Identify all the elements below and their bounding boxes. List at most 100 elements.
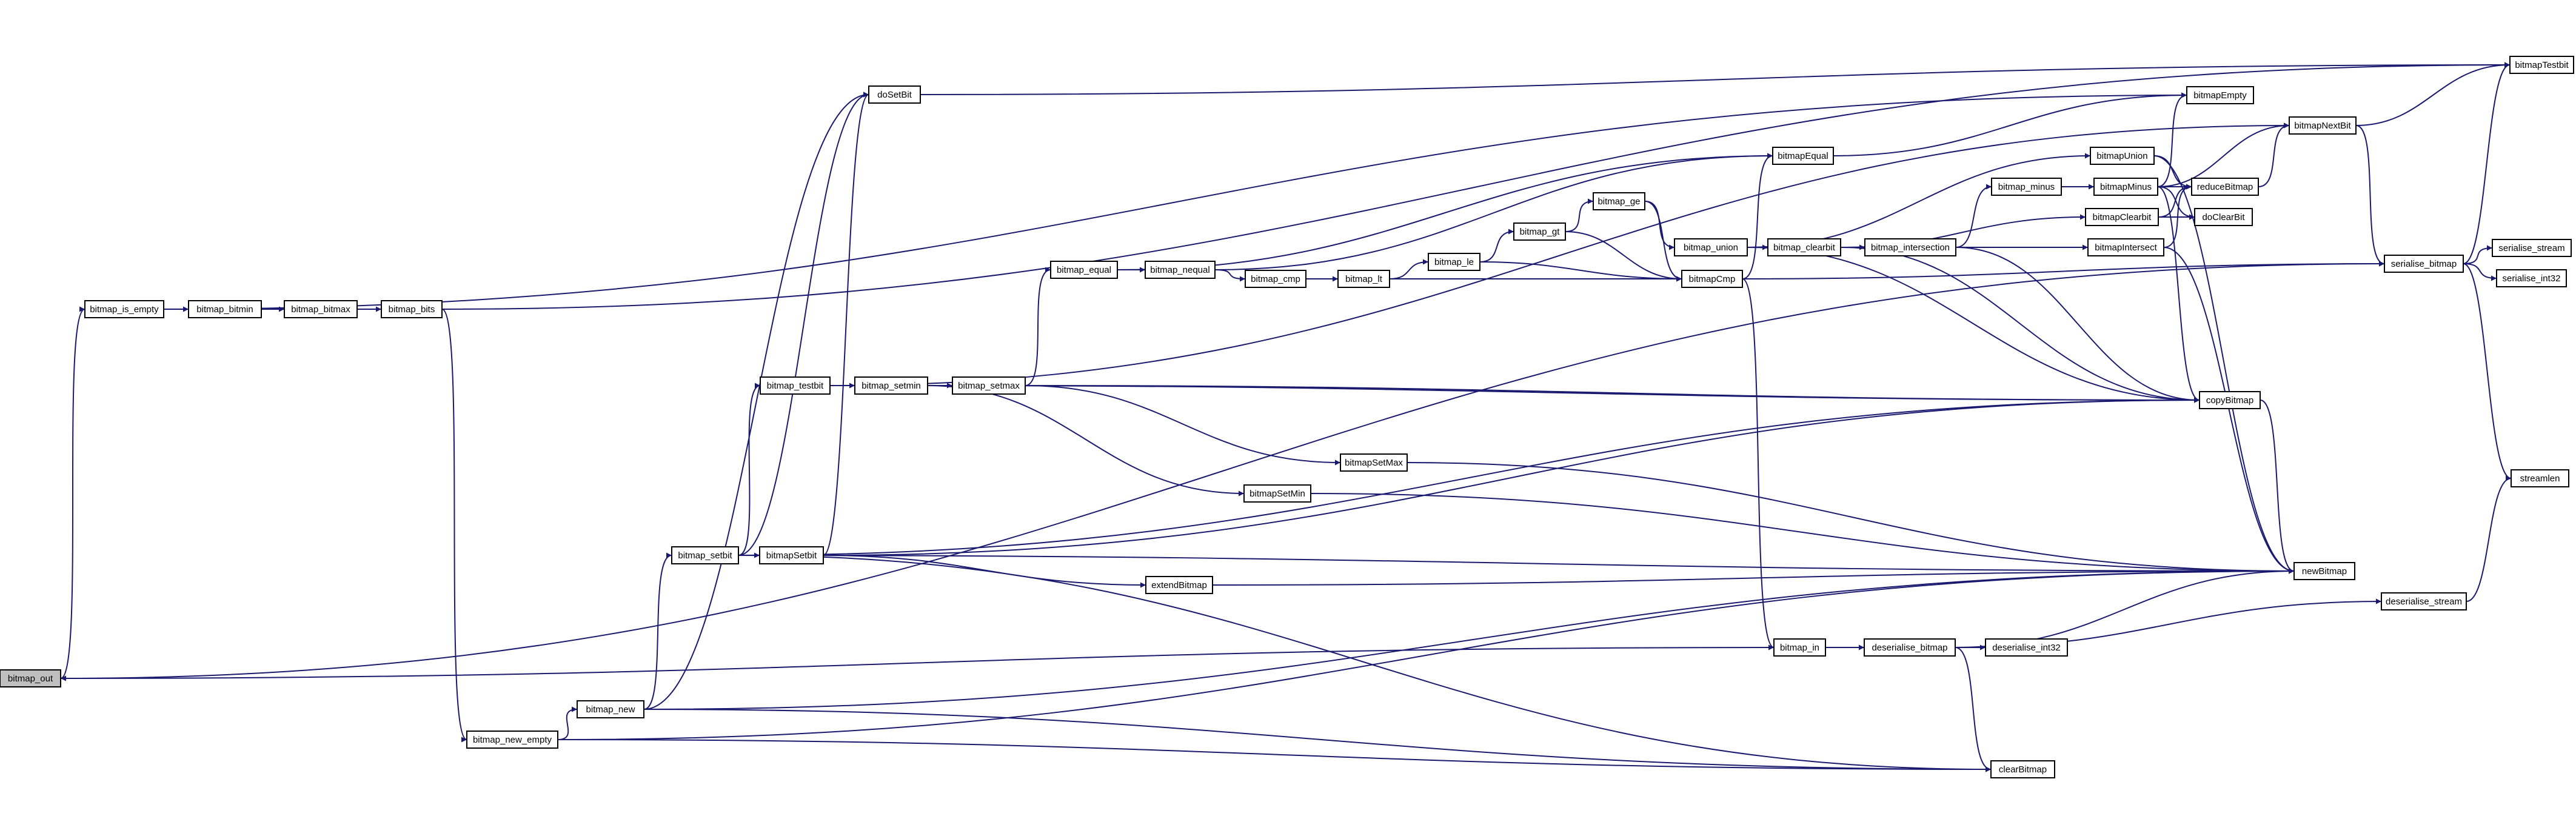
node-bitmap_testbit[interactable]: bitmap_testbit xyxy=(760,376,831,395)
node-serialise_stream[interactable]: serialise_stream xyxy=(2492,239,2572,257)
node-deserialise_bitmap[interactable]: deserialise_bitmap xyxy=(1864,638,1956,657)
edge-bitmap_out-to-serialise_bitmap xyxy=(60,261,2385,679)
node-bitmap_union[interactable]: bitmap_union xyxy=(1674,238,1748,256)
node-label-serialise_bitmap: serialise_bitmap xyxy=(2391,259,2457,269)
edge-bitmap_bits-to-bitmapTestbit xyxy=(441,62,2511,310)
edge-bitmap_is_empty-to-bitmapEmpty xyxy=(163,92,2187,310)
edge-bitmap_setmax-to-bitmapSetMax xyxy=(1025,385,1341,466)
node-label-bitmap_lt: bitmap_lt xyxy=(1345,274,1383,284)
edge-bitmap_setbit-to-doSetBit xyxy=(738,92,869,556)
node-bitmap_equal[interactable]: bitmap_equal xyxy=(1050,261,1118,279)
node-bitmap_minus[interactable]: bitmap_minus xyxy=(1991,178,2062,196)
node-bitmap_new[interactable]: bitmap_new xyxy=(577,700,644,718)
node-box-bitmapIntersect xyxy=(2087,238,2164,256)
edge-bitmap_intersection-to-copyBitmap xyxy=(1955,247,2200,403)
node-box-deserialise_int32 xyxy=(1985,638,2068,657)
node-box-serialise_bitmap xyxy=(2384,255,2464,273)
node-doSetBit[interactable]: doSetBit xyxy=(868,85,921,104)
edge-bitmap_new_empty-to-bitmap_new xyxy=(557,706,578,740)
node-box-bitmap_cmp xyxy=(1245,270,1306,288)
node-newBitmap[interactable]: newBitmap xyxy=(2293,562,2355,580)
node-label-bitmap_ge: bitmap_ge xyxy=(1597,196,1640,207)
edge-bitmapSetbit-to-extendBitmap xyxy=(823,555,1146,588)
node-bitmapSetMax[interactable]: bitmapSetMax xyxy=(1340,453,1408,472)
node-bitmap_bitmax[interactable]: bitmap_bitmax xyxy=(284,300,358,318)
node-label-serialise_int32: serialise_int32 xyxy=(2503,273,2561,284)
edge-bitmapIntersect-to-reduceBitmap xyxy=(2163,184,2192,248)
node-box-reduceBitmap xyxy=(2191,178,2259,196)
node-box-bitmap_setmin xyxy=(854,376,928,395)
node-label-bitmap_le: bitmap_le xyxy=(1434,257,1474,267)
edge-bitmapSetMin-to-newBitmap xyxy=(1310,493,2295,574)
node-bitmap_bits[interactable]: bitmap_bits xyxy=(381,300,443,318)
node-bitmap_new_empty[interactable]: bitmap_new_empty xyxy=(466,731,558,749)
node-label-bitmapIntersect: bitmapIntersect xyxy=(2095,242,2157,253)
edge-bitmap_new-to-doSetBit xyxy=(643,92,869,710)
node-bitmapCmp[interactable]: bitmapCmp xyxy=(1681,270,1743,288)
node-bitmapIntersect[interactable]: bitmapIntersect xyxy=(2087,238,2164,256)
node-box-serialise_stream xyxy=(2492,239,2572,257)
edge-bitmapSetMax-to-newBitmap xyxy=(1407,462,2295,574)
node-label-doClearBit: doClearBit xyxy=(2202,212,2245,222)
node-label-streamlen: streamlen xyxy=(2520,473,2560,484)
node-bitmapEqual[interactable]: bitmapEqual xyxy=(1772,147,1834,165)
node-bitmap_setmax[interactable]: bitmap_setmax xyxy=(952,376,1026,395)
edge-bitmap_setmax-to-copyBitmap xyxy=(1025,385,2200,403)
node-box-bitmap_minus xyxy=(1991,178,2062,196)
node-bitmapSetbit[interactable]: bitmapSetbit xyxy=(759,546,824,564)
node-bitmap_bitmin[interactable]: bitmap_bitmin xyxy=(188,300,262,318)
node-reduceBitmap[interactable]: reduceBitmap xyxy=(2191,178,2259,196)
node-box-bitmap_bits xyxy=(381,300,443,318)
node-bitmap_le[interactable]: bitmap_le xyxy=(1428,253,1480,271)
node-bitmap_intersection[interactable]: bitmap_intersection xyxy=(1864,238,1956,256)
node-doClearBit[interactable]: doClearBit xyxy=(2194,208,2253,226)
node-deserialise_stream[interactable]: deserialise_stream xyxy=(2381,592,2467,610)
node-box-bitmapCmp xyxy=(1681,270,1743,288)
node-label-bitmapSetMin: bitmapSetMin xyxy=(1250,489,1305,499)
node-label-bitmapEmpty: bitmapEmpty xyxy=(2193,90,2247,101)
node-bitmap_clearbit[interactable]: bitmap_clearbit xyxy=(1767,238,1841,256)
node-serialise_int32[interactable]: serialise_int32 xyxy=(2496,269,2567,287)
node-bitmap_is_empty[interactable]: bitmap_is_empty xyxy=(84,300,164,318)
node-bitmap_setmin[interactable]: bitmap_setmin xyxy=(854,376,928,395)
edge-bitmap_new_empty-to-clearBitmap xyxy=(557,739,1992,772)
node-bitmapMinus[interactable]: bitmapMinus xyxy=(2093,178,2158,196)
node-serialise_bitmap[interactable]: serialise_bitmap xyxy=(2384,255,2464,273)
node-bitmap_out[interactable]: bitmap_out xyxy=(0,669,61,687)
node-box-bitmap_ge xyxy=(1593,192,1645,210)
edge-bitmap_nequal-to-bitmapEqual xyxy=(1214,153,1773,270)
node-box-copyBitmap xyxy=(2199,391,2261,409)
edge-bitmapMinus-to-bitmapNextBit xyxy=(2157,122,2290,187)
node-label-newBitmap: newBitmap xyxy=(2302,566,2347,577)
edge-deserialise_stream-to-streamlen xyxy=(2466,475,2512,602)
node-bitmapNextBit[interactable]: bitmapNextBit xyxy=(2289,116,2357,135)
edge-deserialise_bitmap-to-newBitmap xyxy=(1955,568,2295,648)
node-bitmap_setbit[interactable]: bitmap_setbit xyxy=(671,546,739,564)
node-bitmap_gt[interactable]: bitmap_gt xyxy=(1513,222,1566,241)
node-bitmap_nequal[interactable]: bitmap_nequal xyxy=(1145,261,1216,279)
edge-bitmap_in-to-bitmap_out xyxy=(60,647,1775,681)
node-bitmap_lt[interactable]: bitmap_lt xyxy=(1337,270,1390,288)
node-deserialise_int32[interactable]: deserialise_int32 xyxy=(1985,638,2068,657)
node-bitmapEmpty[interactable]: bitmapEmpty xyxy=(2186,86,2254,104)
node-box-bitmap_new xyxy=(577,700,644,718)
node-clearBitmap[interactable]: clearBitmap xyxy=(1990,760,2055,778)
node-bitmapTestbit[interactable]: bitmapTestbit xyxy=(2509,56,2574,74)
edge-reduceBitmap-to-bitmapNextBit xyxy=(2258,122,2290,187)
node-bitmap_ge[interactable]: bitmap_ge xyxy=(1593,192,1645,210)
node-bitmap_cmp[interactable]: bitmap_cmp xyxy=(1245,270,1306,288)
node-box-bitmap_gt xyxy=(1513,222,1566,241)
node-bitmapUnion[interactable]: bitmapUnion xyxy=(2090,147,2155,165)
edge-extendBitmap-to-newBitmap xyxy=(1212,568,2295,586)
node-label-doSetBit: doSetBit xyxy=(877,90,912,100)
node-label-bitmap_setbit: bitmap_setbit xyxy=(678,550,732,561)
node-bitmapClearbit[interactable]: bitmapClearbit xyxy=(2085,208,2159,226)
node-extendBitmap[interactable]: extendBitmap xyxy=(1145,576,1213,594)
node-bitmap_in[interactable]: bitmap_in xyxy=(1773,638,1826,657)
node-streamlen[interactable]: streamlen xyxy=(2511,469,2569,487)
node-box-bitmap_bitmin xyxy=(188,300,262,318)
node-bitmapSetMin[interactable]: bitmapSetMin xyxy=(1243,484,1311,503)
node-copyBitmap[interactable]: copyBitmap xyxy=(2199,391,2261,409)
edge-bitmap_clearbit-to-copyBitmap xyxy=(1840,247,2200,403)
